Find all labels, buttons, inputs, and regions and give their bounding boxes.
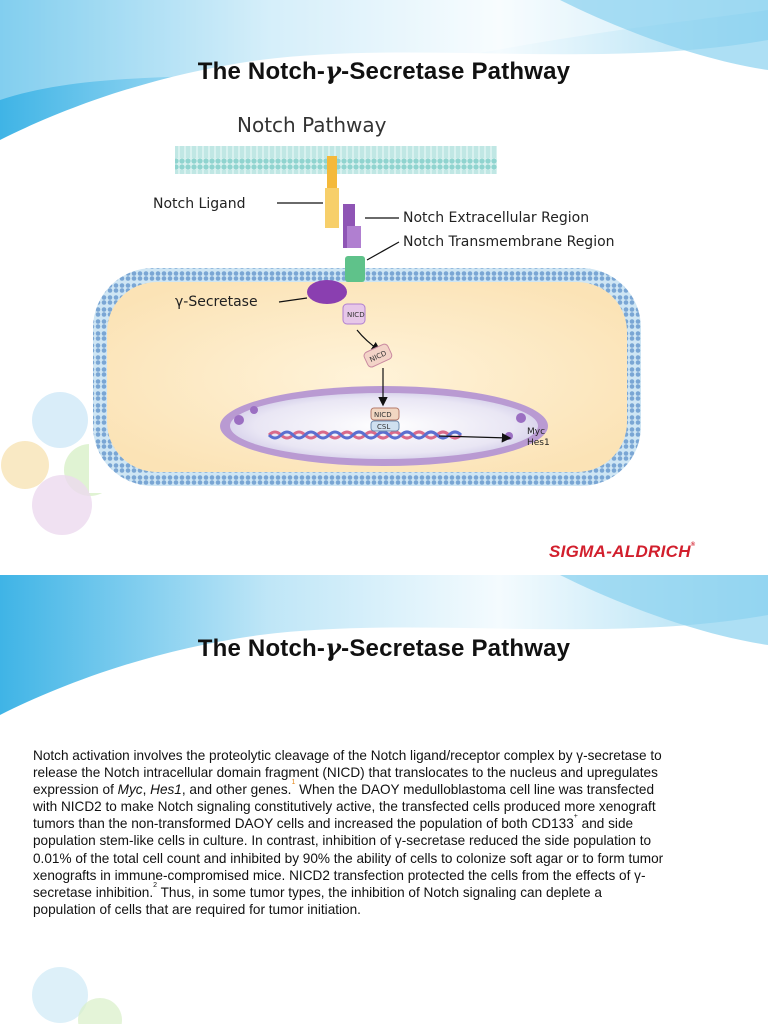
label-gamma-secretase: γ-Secretase xyxy=(175,294,258,310)
notch-pathway-diagram: Notch Pathway Notch Ligand xyxy=(89,108,679,493)
slide-1: The Notch-γ-Secretase Pathway xyxy=(0,0,768,561)
body-paragraph: Notch activation involves the proteolyti… xyxy=(33,747,738,918)
nicd-translocating xyxy=(363,343,393,368)
body-line: population stem-like cells in culture. I… xyxy=(33,833,652,849)
csl-factor xyxy=(370,420,400,432)
body-line: Notch activation involves the proteolyti… xyxy=(33,748,662,763)
gamma-secretase xyxy=(307,280,347,304)
slide-title: The Notch-γ-Secretase Pathway xyxy=(197,633,571,662)
nicd-in-nucleus xyxy=(370,407,400,421)
slide-background xyxy=(0,0,768,535)
body-line: tumors than the non-transformed DAOY cel… xyxy=(33,813,634,832)
reference-1: 1 xyxy=(291,779,296,787)
body-line: release the Notch intracellular domain f… xyxy=(33,765,658,781)
notch-transmembrane-region xyxy=(345,256,365,282)
body-line: with NICD2 to make Notch signaling const… xyxy=(33,799,656,815)
label-notch-extracellular: Notch Extracellular Region xyxy=(403,210,589,226)
label-notch-ligand: Notch Ligand xyxy=(153,196,245,212)
reference-2: 2 xyxy=(153,881,158,889)
body-line: xenografts in immune-compromised mice. N… xyxy=(33,867,646,883)
svg-text:NICD: NICD xyxy=(347,311,365,319)
pathway-illustration: Notch Pathway Notch Ligand xyxy=(93,113,641,486)
body-line: expression of Myc, Hes1, and other genes… xyxy=(33,779,655,798)
body-line: 0.01% of the total cell count and inhibi… xyxy=(33,850,664,866)
svg-text:CSL: CSL xyxy=(377,423,390,431)
diagram-heading: Notch Pathway xyxy=(237,113,387,137)
sigma-aldrich-logo: SIGMA-ALDRICH® xyxy=(549,542,696,561)
slide-2: The Notch-γ-Secretase Pathway Notch acti… xyxy=(0,575,768,1024)
slide-title: The Notch-γ-Secretase Pathway xyxy=(197,56,571,85)
nicd-fragment xyxy=(342,303,366,325)
body-line: population of cells that are required fo… xyxy=(33,901,361,917)
label-target-hes1: Hes1 xyxy=(527,438,550,448)
body-line: secretase inhibition.2 Thus, in some tum… xyxy=(33,881,602,900)
slide-background xyxy=(0,575,768,1024)
label-target-myc: Myc xyxy=(527,427,545,437)
label-notch-transmembrane: Notch Transmembrane Region xyxy=(403,234,615,250)
svg-text:NICD: NICD xyxy=(374,411,392,419)
